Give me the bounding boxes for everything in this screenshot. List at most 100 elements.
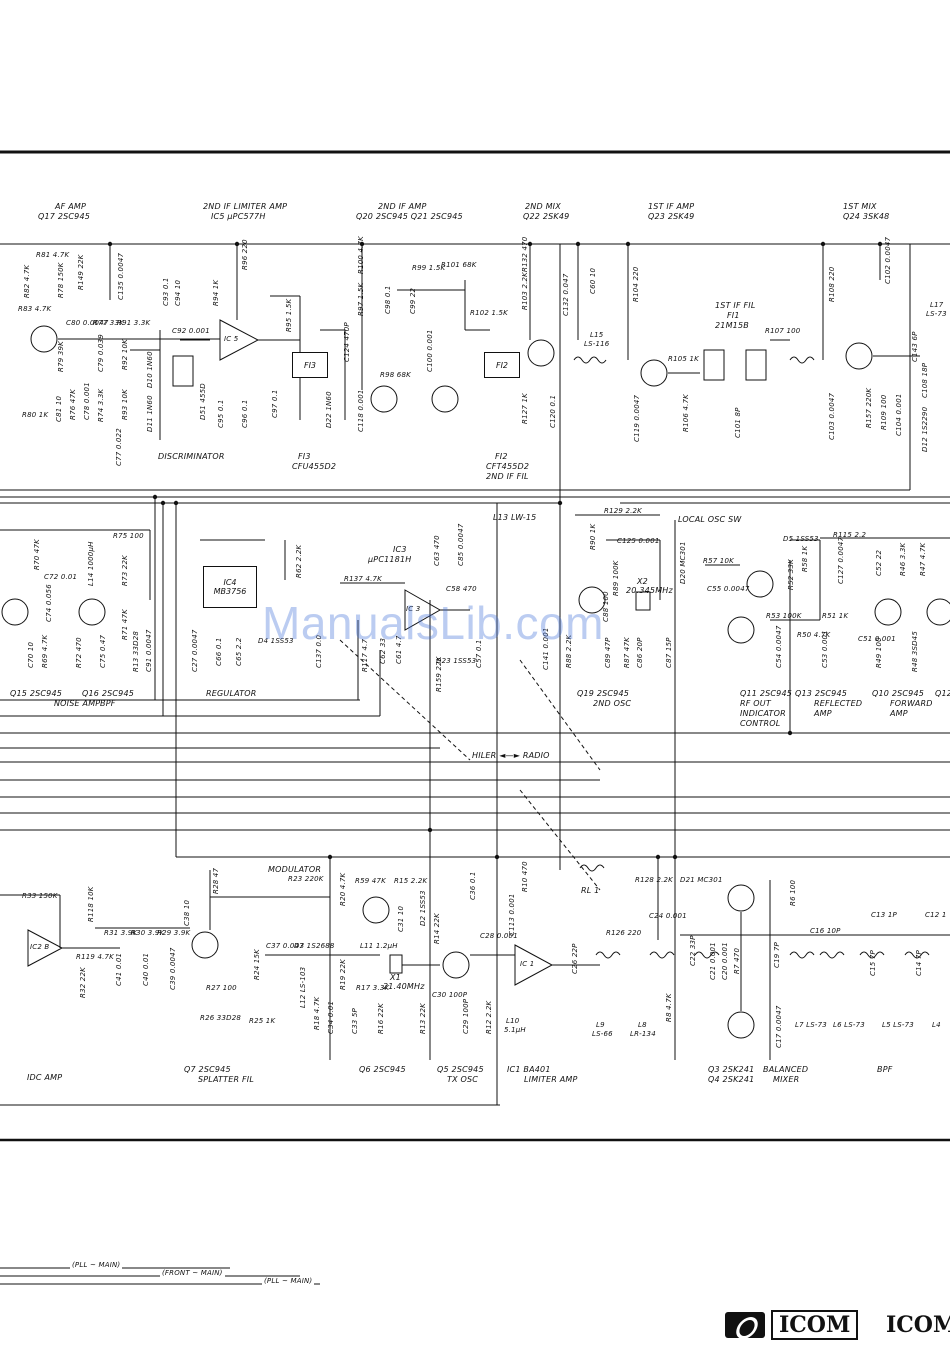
c38-label: C38 10 [183, 899, 191, 926]
forward-amp-label: AMP [890, 709, 908, 718]
q12-label: Q12 [935, 689, 950, 698]
r16-label: R16 22K [377, 1003, 385, 1034]
control-label: CONTROL [740, 719, 781, 728]
q15-label: Q15 2SC945 [10, 689, 63, 698]
c104-label: C104 0.001 [895, 393, 903, 436]
forward-label: FORWARD [890, 699, 933, 708]
c58-label: C58 470 [446, 585, 477, 593]
d20-label: D20 MC301 [679, 541, 687, 584]
balanced-title: BALANCED [763, 1065, 809, 1074]
c52-label: C52 22 [875, 549, 883, 576]
d5-label: D5 1SS53 [783, 535, 819, 543]
r108-label: R108 220 [828, 266, 836, 302]
r89-label: R89 100K [612, 560, 620, 596]
c19-label: C19 7P [773, 942, 781, 968]
l9-label: L9 [596, 1021, 605, 1029]
r137-label: R137 4.7K [344, 575, 382, 583]
r13b-label: R13 22K [419, 1003, 427, 1034]
c29-label: C29 100P [462, 998, 470, 1034]
c53-label: C53 0.001 [821, 630, 829, 668]
c135-label: C135 0.0047 [117, 252, 125, 300]
regulator-title: REGULATOR [206, 689, 257, 698]
bpf-title: BPF [100, 699, 116, 708]
fi3-block-text: FI3 [303, 360, 317, 370]
fi3-part-label: CFU455D2 [292, 462, 337, 471]
l7-label: L7 LS-73 [795, 1021, 827, 1029]
l10-val-label: 5.1μH [504, 1026, 526, 1034]
r7-label: R7 470 [733, 947, 741, 974]
q24-label: Q24 3SK48 [843, 212, 890, 221]
limiter-amp2-title: LIMITER AMP [524, 1075, 578, 1084]
c13-label: C13 1P [871, 911, 897, 919]
icom-logo-wordmark: ICOM [771, 1310, 859, 1340]
r73-label: R73 22K [121, 555, 129, 586]
c98-label: C98 0.1 [384, 285, 392, 314]
c31-label: C31 10 [397, 905, 405, 932]
c132-label: C132 0.047 [562, 273, 570, 316]
l10-label: L10 [506, 1017, 520, 1025]
r77-label: R77 33K [93, 319, 124, 327]
r83-label: R83 4.7K [18, 305, 52, 313]
c95-label: C95 0.1 [217, 399, 225, 428]
r48-label: R48 3SD45 [911, 631, 919, 672]
d4-label: D4 1SS53 [258, 637, 294, 645]
rf-out-label: RF OUT [740, 699, 771, 708]
c20-label: C20 0.001 [721, 942, 729, 980]
ic2b-body-label: IC2 B [30, 943, 50, 951]
r31-label: R31 3.9K [104, 929, 138, 937]
r107-label: R107 100 [765, 327, 801, 335]
r149-label: R149 22K [77, 254, 85, 290]
l15-label: L15 [590, 331, 604, 339]
c30-label: C30 100P [432, 991, 468, 999]
noise-amp-title: NOISE AMP [54, 699, 101, 708]
r97-label: R97 1.5K [357, 282, 365, 316]
c91-label: C91 0.0047 [145, 629, 153, 672]
r47-label: R47 4.7K [919, 542, 927, 576]
q16-label: Q16 2SC945 [82, 689, 135, 698]
ic1-label: IC1 BA401 [507, 1065, 551, 1074]
r58-label: R58 1K [801, 545, 809, 572]
fi1-label: FI1 [727, 311, 740, 320]
c40-label: C40 0.01 [142, 952, 150, 986]
c72-label: C72 0.01 [44, 573, 78, 581]
r53-label: R53 100K [766, 612, 802, 620]
mixer-title: MIXER [773, 1075, 800, 1084]
r119-label: R119 4.7K [76, 953, 114, 961]
c102-label: C102 0.0047 [884, 236, 892, 284]
ic3-body-label: IC 3 [406, 605, 421, 613]
c16-label: C16 10P [810, 927, 841, 935]
d10-label: D10 1N60 [146, 351, 154, 388]
r96-label: R96 220 [241, 239, 249, 270]
icom-logo-mark [725, 1312, 765, 1338]
l17-part-label: LS-73 [926, 310, 947, 318]
r94-label: R94 1K [212, 279, 220, 306]
r87-label: R87 47K [623, 637, 631, 668]
modulator-title: MODULATOR [268, 865, 322, 874]
c86-label: C86 20P [636, 637, 644, 668]
r82-label: R82 4.7K [23, 264, 31, 298]
c12-label: C12 1 [925, 911, 947, 919]
d3-label: D3 1S2688 [294, 942, 335, 950]
l8-part-label: LR-134 [630, 1030, 656, 1038]
c80-label: C80 0.0047 [66, 319, 109, 327]
c78-label: C78 0.001 [83, 382, 91, 420]
r101-label: R101 68K [441, 261, 477, 269]
q19-label: Q19 2SC945 [577, 689, 630, 698]
c92-label: C92 0.001 [172, 327, 210, 335]
ic4-part-text: MB3756 [213, 587, 247, 596]
r93-label: R93 10K [121, 389, 129, 420]
r50-label: R50 4.7K [797, 631, 831, 639]
c88-label: C88 100 [602, 591, 610, 622]
r81-label: R81 4.7K [36, 251, 70, 259]
r126-label: R126 220 [606, 929, 642, 937]
c60-label: C60 10 [589, 267, 597, 294]
r104-label: R104 220 [632, 266, 640, 302]
c143-label: C143 6P [911, 331, 919, 362]
af-amp-title: AF AMP [55, 202, 87, 211]
l11-label: L11 1.2μH [360, 942, 398, 950]
watermark-text: ManualsLib.com [262, 597, 604, 649]
c101-label: C101 8P [734, 407, 742, 438]
second-mix-title: 2ND MIX [525, 202, 561, 211]
c24-label: C24 0.001 [649, 912, 687, 920]
r76-label: R76 47K [69, 389, 77, 420]
